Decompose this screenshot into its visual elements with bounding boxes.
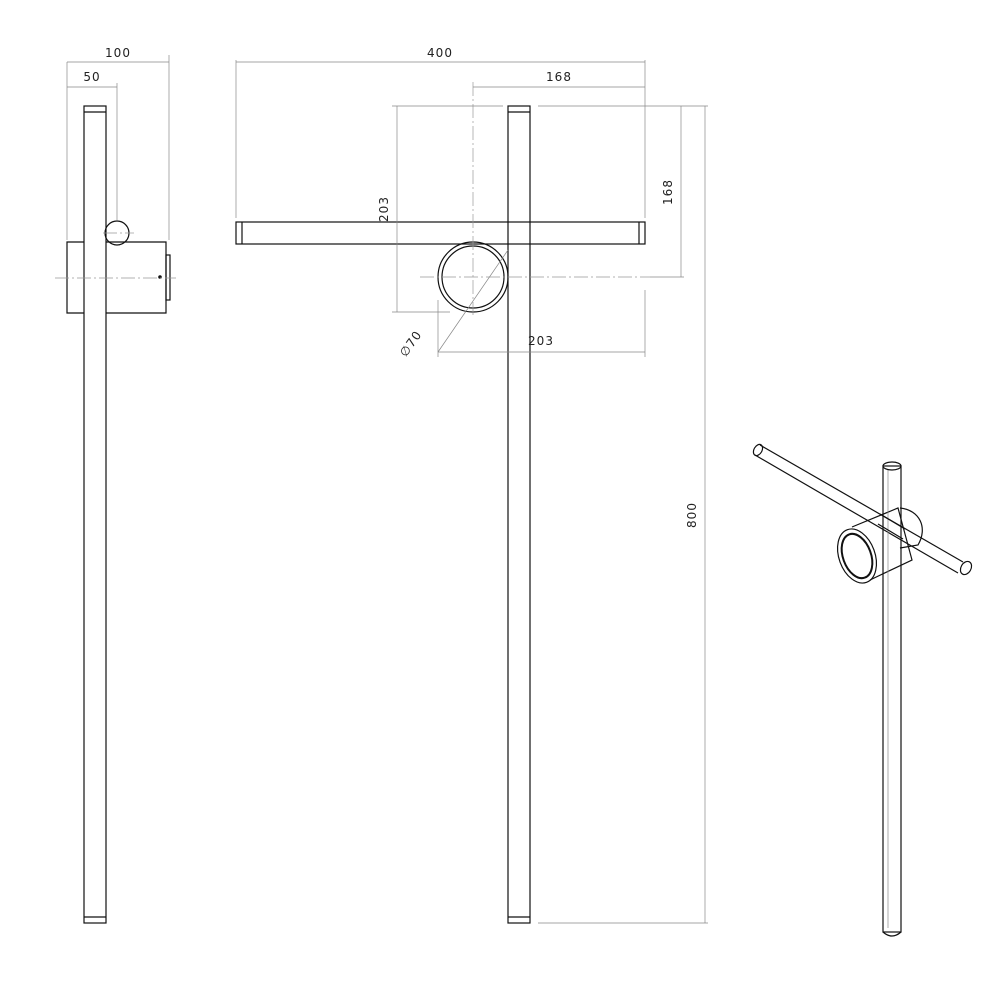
dimension-arm-height: 168 [661,179,675,205]
dimension-front-width: 400 [427,46,453,60]
iso-arm [752,443,973,576]
dimension-spot-diameter: ∅70 [397,328,425,360]
iso-pole [882,461,902,937]
dimension-spot-vertical: 203 [377,196,391,222]
side-view-pole [83,105,107,924]
side-view: 100 50 [55,46,176,924]
dimension-spot-horizontal: 203 [528,334,554,348]
side-view-spot-lens [165,254,171,301]
dimension-total-height: 800 [685,502,699,528]
isometric-view [752,443,973,937]
front-view: ∅70 400 168 168 203 203 800 [235,46,708,924]
iso-spot-face [836,528,878,584]
iso-wall-plate [899,507,923,549]
front-view-pole [507,105,531,924]
dimension-arm-offset: 168 [546,70,572,84]
diameter-leader [437,249,509,353]
iso-spot-lens [840,532,874,580]
side-view-spot-body [106,241,167,314]
dimension-side-depth: 100 [105,46,131,60]
front-view-arm [235,221,646,245]
side-view-spot-back [66,241,84,314]
dimension-side-offset: 50 [83,70,100,84]
iso-spot-body [851,507,913,581]
